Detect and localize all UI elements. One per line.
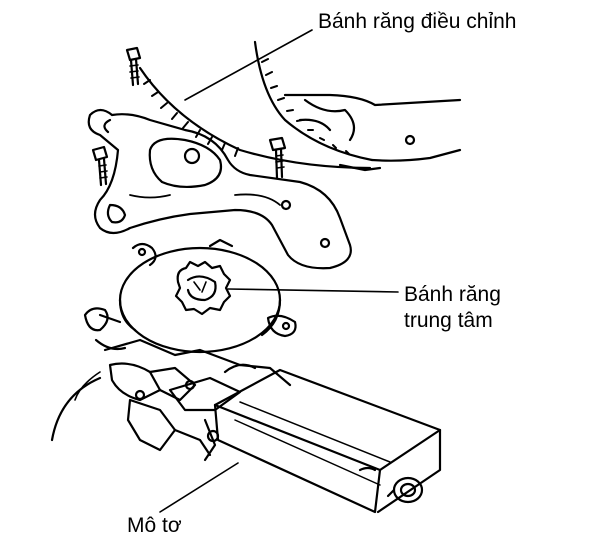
adjust-gear-leader: [184, 29, 313, 101]
motor-leader: [159, 462, 239, 513]
center-gear-leader: [227, 288, 399, 293]
label-adjust-gear: Bánh răng điều chỉnh: [318, 10, 517, 33]
mounting-bolts: [91, 46, 287, 187]
label-center-gear-line2: trung tâm: [404, 309, 493, 332]
center-gear: [174, 260, 232, 316]
label-motor: Mô tơ: [127, 514, 182, 537]
motor-wire: [50, 376, 102, 442]
mounting-bracket: [87, 108, 352, 270]
label-center-gear-line1: Bánh răng: [404, 283, 501, 306]
gear-housing: [118, 238, 282, 354]
electric-motor: [103, 338, 442, 514]
housing-fasteners: [83, 307, 297, 351]
adjusting-gear-sector: [138, 40, 462, 172]
